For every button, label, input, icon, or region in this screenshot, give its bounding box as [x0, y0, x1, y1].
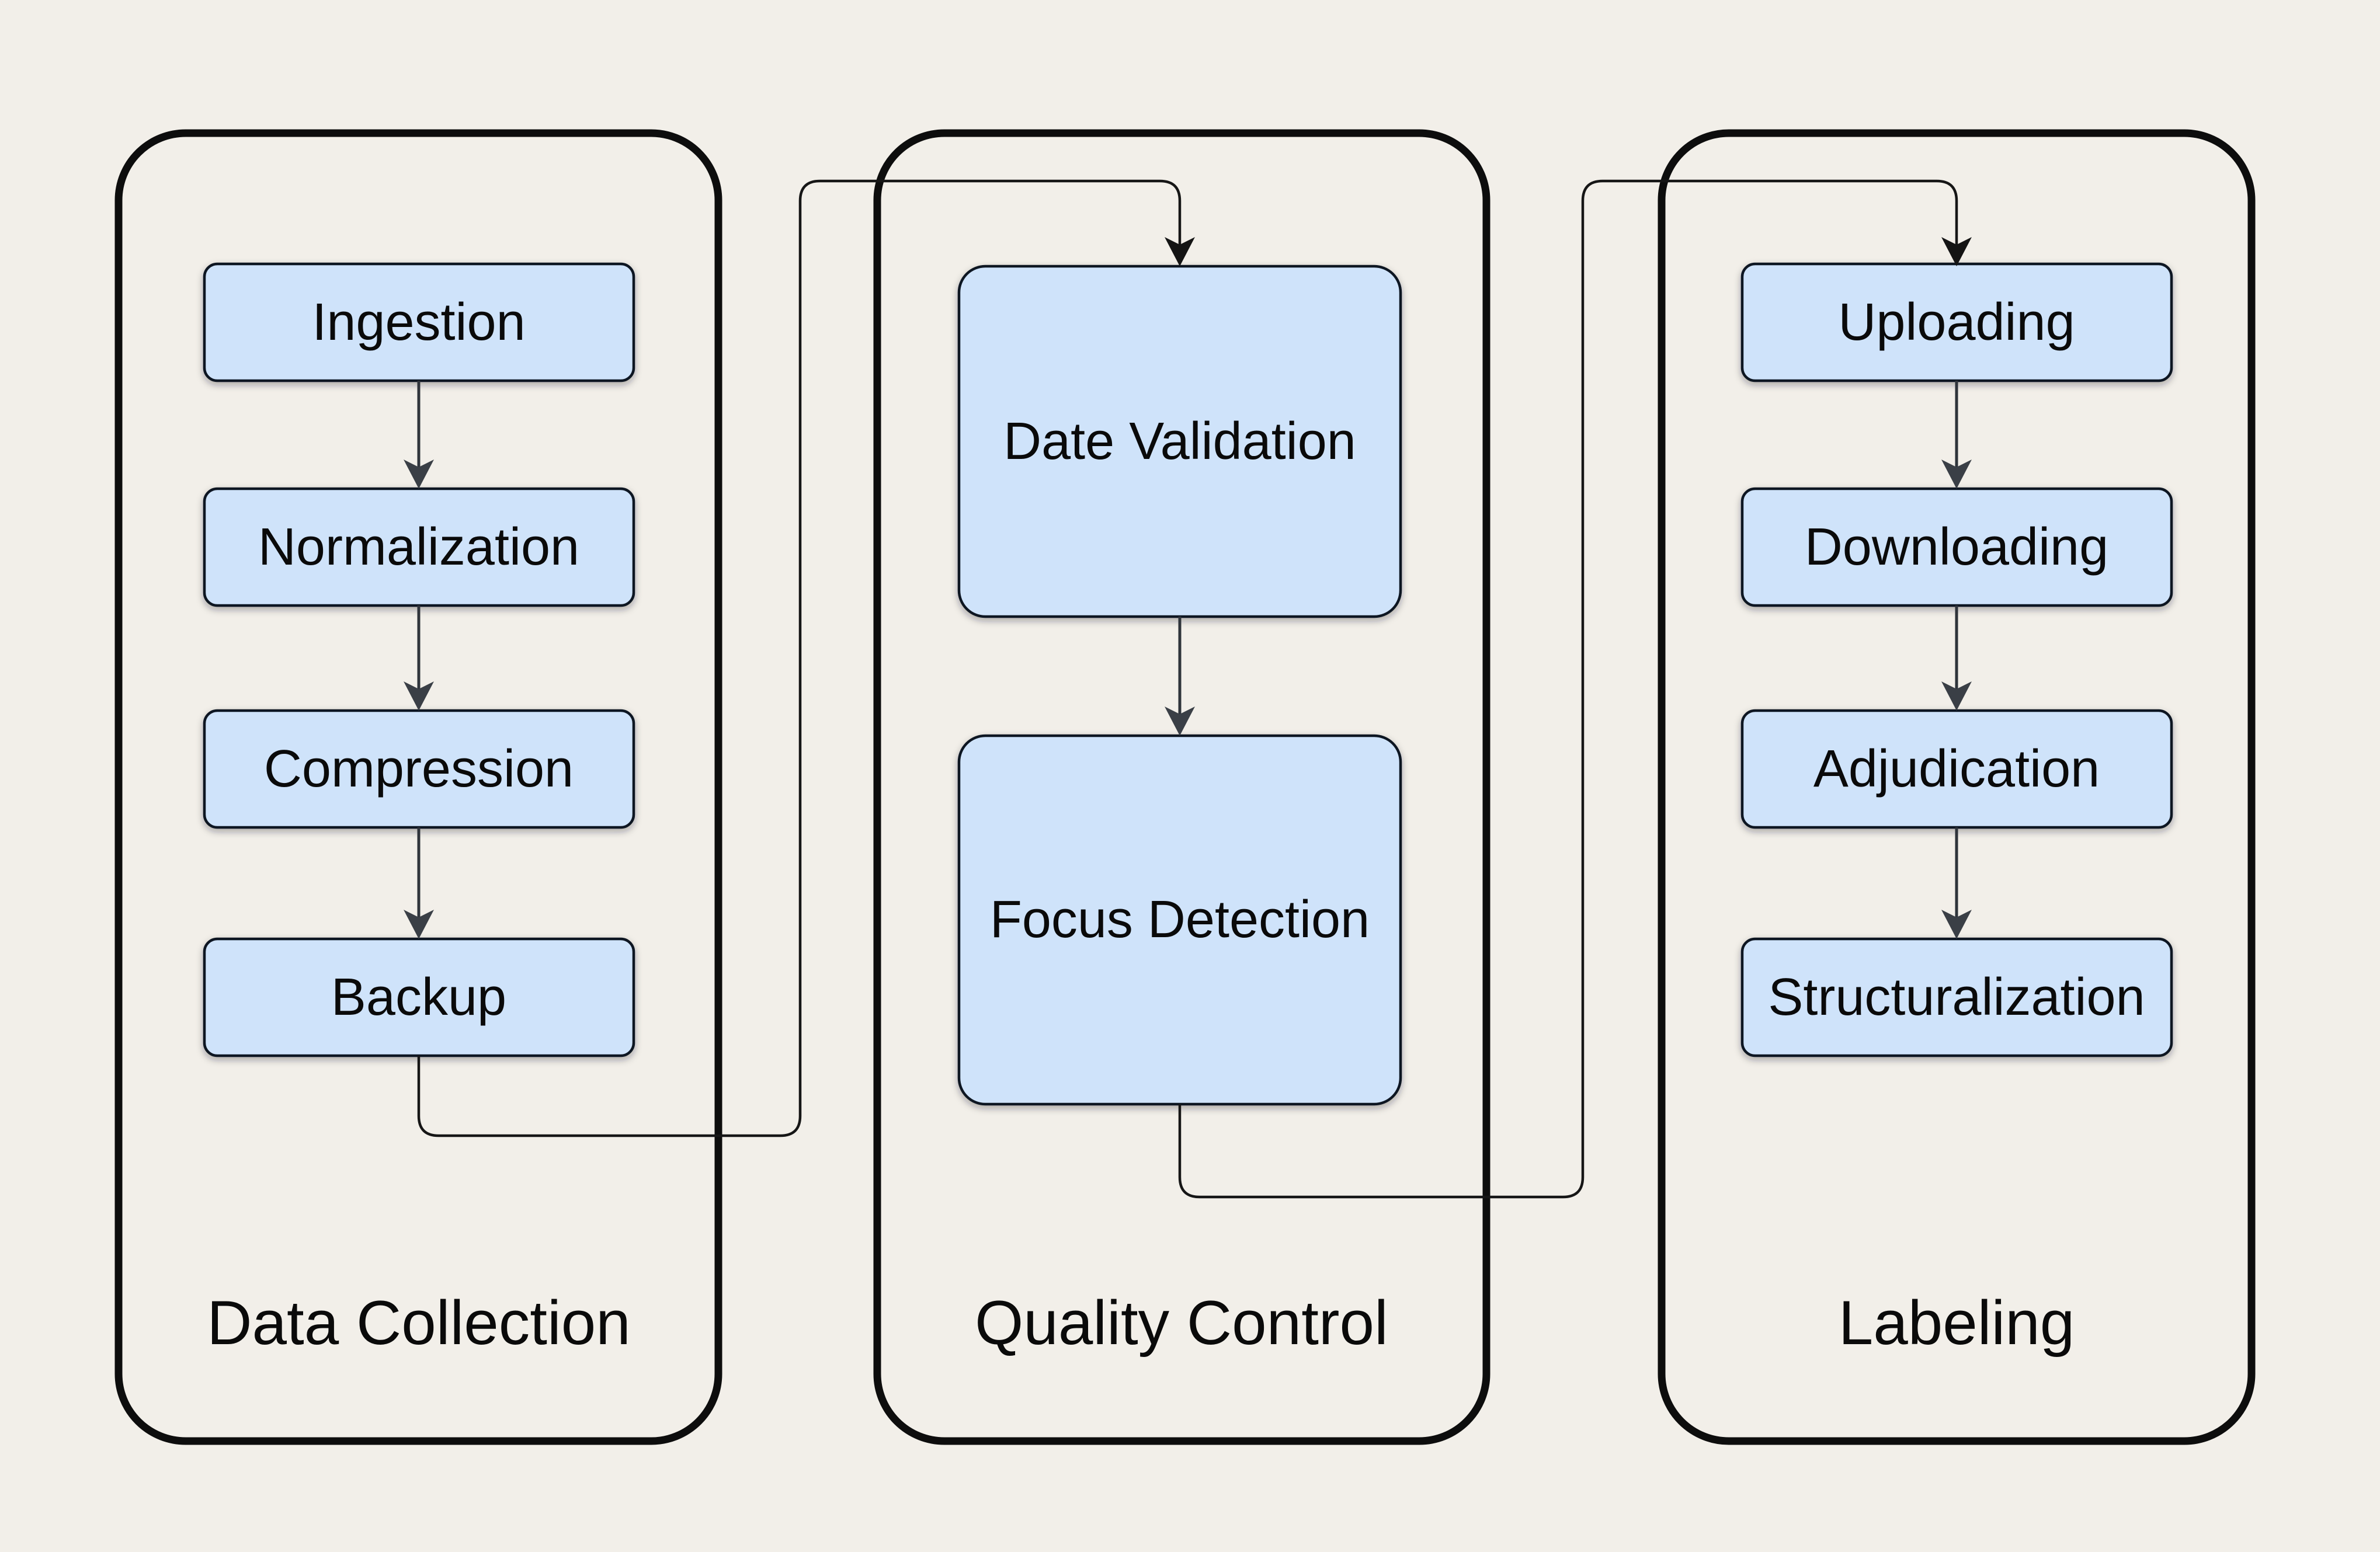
- node-compression-label: Compression: [264, 740, 574, 798]
- arrowhead-down-icon: [404, 910, 434, 939]
- arrowhead-down-icon: [1941, 460, 1972, 489]
- node-downloading-label: Downloading: [1805, 518, 2108, 576]
- connector-backup-to-date-validation: [417, 179, 1182, 1137]
- node-ingestion-label: Ingestion: [312, 293, 525, 352]
- node-normalization-label: Normalization: [258, 518, 579, 576]
- node-structuralization: [1740, 937, 2173, 1057]
- arrowhead-down-icon: [1941, 237, 1972, 266]
- group-label-labeling: Labeling: [1839, 1287, 2075, 1358]
- node-backup-label: Backup: [331, 968, 506, 1026]
- node-uploading-label: Uploading: [1838, 293, 2075, 352]
- container-data-collection: [114, 129, 722, 1445]
- container-labeling: [1658, 129, 2256, 1445]
- node-date-validation-label: Date Validation: [1003, 412, 1356, 471]
- group-label-data-collection: Data Collection: [207, 1287, 631, 1358]
- connector-focus-detection-to-uploading: [1178, 179, 1958, 1199]
- arrowhead-down-icon: [1165, 707, 1195, 736]
- node-structuralization-label: Structuralization: [1768, 968, 2145, 1026]
- arrowhead-down-icon: [1941, 681, 1972, 711]
- group-label-quality-control: Quality Control: [975, 1287, 1388, 1358]
- arrowhead-down-icon: [1165, 237, 1195, 266]
- arrowhead-down-icon: [1941, 910, 1972, 939]
- arrowhead-down-icon: [404, 681, 434, 711]
- node-focus-detection-label: Focus Detection: [990, 890, 1370, 949]
- node-adjudication-label: Adjudication: [1813, 740, 2100, 798]
- arrowhead-down-icon: [404, 460, 434, 489]
- container-quality-control: [873, 129, 1490, 1445]
